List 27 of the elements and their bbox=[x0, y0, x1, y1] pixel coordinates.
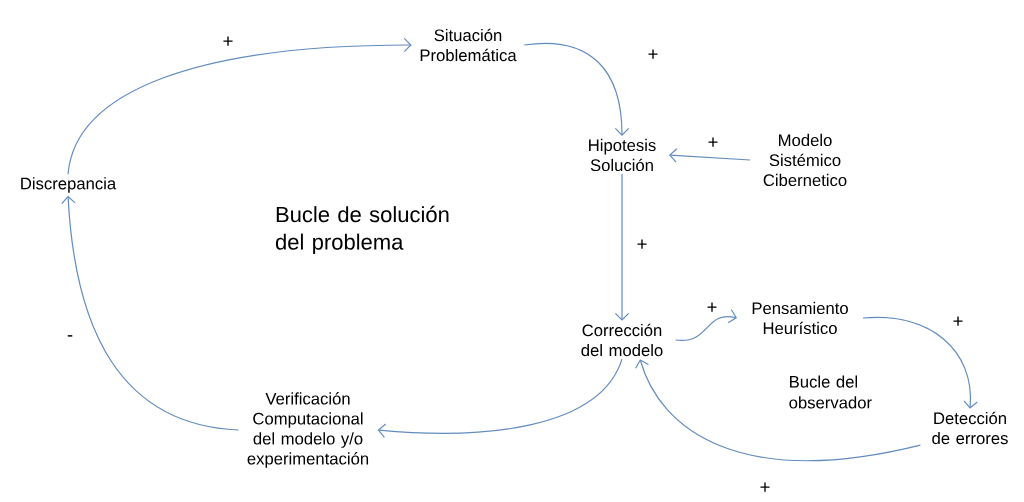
node-text: Hipotesis Solución bbox=[589, 138, 656, 172]
arrow bbox=[668, 148, 751, 163]
arrow bbox=[67, 37, 412, 175]
arrow bbox=[61, 195, 239, 431]
edge-label: - bbox=[65, 333, 75, 343]
edge-label: + bbox=[758, 481, 772, 495]
edge-label: + bbox=[221, 35, 235, 49]
loop-label: Bucle de solución del problema bbox=[275, 205, 449, 255]
node-text: Corrección del modelo bbox=[581, 323, 663, 357]
node-text: Verificación Computacional del modelo y/o experimentación bbox=[247, 392, 369, 468]
edge-label: + bbox=[635, 238, 649, 252]
edge-label: + bbox=[951, 315, 965, 329]
edge-label: + bbox=[646, 48, 660, 62]
node-text: Pensamiento Heurístico bbox=[752, 301, 848, 335]
arrow bbox=[377, 358, 623, 438]
arrow bbox=[635, 359, 921, 462]
arrow bbox=[614, 173, 630, 321]
arrow bbox=[675, 309, 738, 342]
node-text: Detección de errores bbox=[932, 411, 1008, 445]
node-text: Situación Problemática bbox=[420, 28, 517, 62]
edge-label: + bbox=[706, 136, 720, 150]
arrow bbox=[523, 42, 630, 136]
node-text: Discrepancia bbox=[21, 177, 117, 193]
arrow bbox=[862, 316, 978, 409]
node-text: Modelo Sistémico Cibernetico bbox=[763, 133, 847, 187]
loop-label: Bucle del observador bbox=[789, 375, 872, 409]
edge-label: + bbox=[705, 301, 719, 315]
